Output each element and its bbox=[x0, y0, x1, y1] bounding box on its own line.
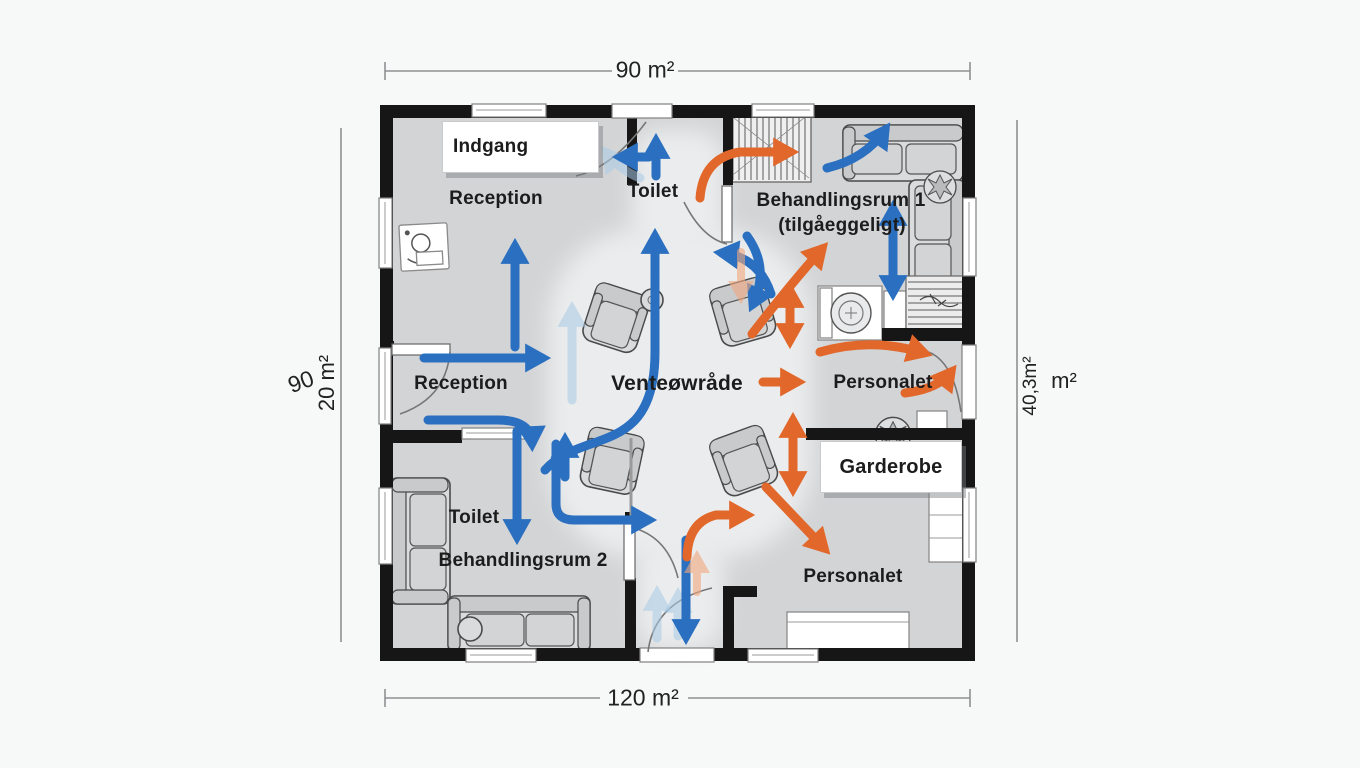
indgang-label-box: Indgang bbox=[442, 121, 599, 173]
label-reception-top: Reception bbox=[449, 188, 543, 209]
dimension-lines bbox=[340, 62, 1018, 707]
label-room1-line1: Behandlingsrum 1 bbox=[756, 190, 926, 211]
dimension-right-vertical: 40,3m² bbox=[1020, 356, 1041, 416]
dimension-bottom: 120 m² bbox=[607, 684, 679, 711]
label-staff-bottom: Personalet bbox=[803, 566, 903, 587]
label-staff-mid: Personalet bbox=[833, 372, 933, 393]
windows bbox=[378, 103, 977, 663]
label-waiting-area: Venteøwråde bbox=[611, 372, 743, 395]
staff-flow-arrows bbox=[682, 137, 957, 596]
plant-icon bbox=[923, 170, 957, 204]
label-room2: Behandlingsrum 2 bbox=[438, 550, 608, 571]
desk bbox=[786, 611, 910, 653]
label-toilet-top: Toilet bbox=[627, 181, 679, 202]
dimension-right-label: m² bbox=[1051, 368, 1077, 393]
label-toilet-bottom: Toilet bbox=[448, 507, 500, 528]
sofa-vertical-room2 bbox=[389, 477, 451, 605]
garderobe-label-box: Garderobe bbox=[820, 441, 962, 493]
label-reception-mid: Reception bbox=[414, 373, 508, 394]
patient-flow-arrows bbox=[419, 122, 908, 646]
dimension-left-vertical: 20 m² bbox=[314, 354, 339, 412]
label-room1-line2: (tilgåeggeligt) bbox=[778, 215, 906, 236]
dimension-top: 90 m² bbox=[615, 56, 675, 83]
reception-desk-icon bbox=[398, 222, 450, 272]
shower-deck-hatch bbox=[905, 275, 967, 333]
label-wardrobe: Garderobe bbox=[839, 455, 943, 478]
accessible-toilet-icon bbox=[817, 285, 907, 341]
label-indgang: Indgang bbox=[453, 136, 529, 157]
stool-icon bbox=[457, 616, 483, 642]
